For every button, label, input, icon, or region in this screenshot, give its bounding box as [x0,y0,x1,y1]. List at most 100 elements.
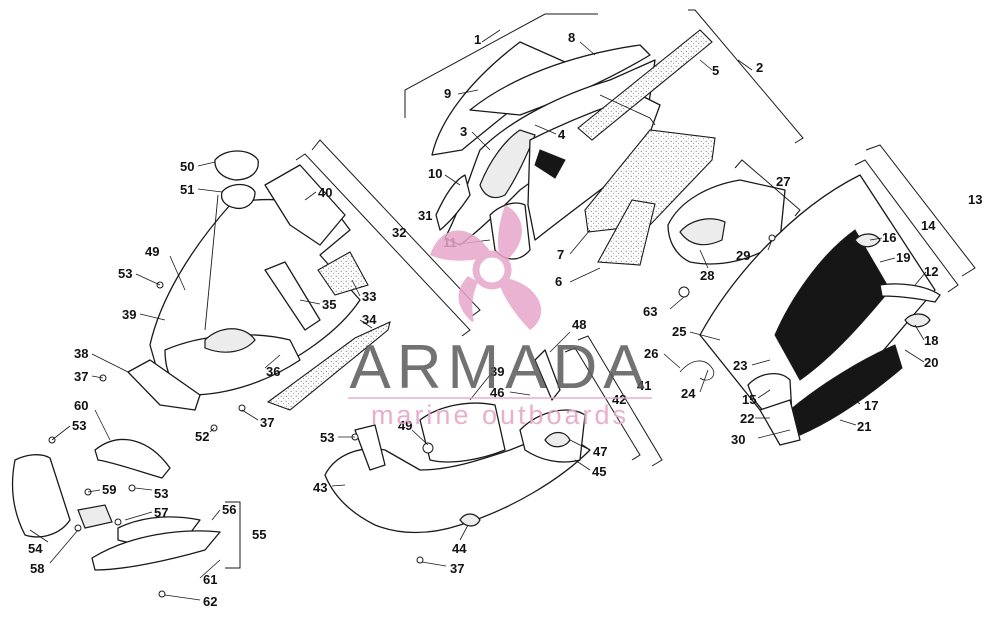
callout-60: 60 [74,398,88,413]
callout-30: 30 [731,432,745,447]
trim-12 [879,283,941,303]
callout-52: 52 [195,429,209,444]
dash-bezel-40 [264,164,346,246]
callout-15: 15 [742,392,756,407]
callout-19: 19 [896,250,910,265]
washer-49-belly [422,442,434,454]
callout-48: 48 [572,317,586,332]
callout-45: 45 [592,464,606,479]
callout-27: 27 [776,174,790,189]
callout-53b: 53 [72,418,86,433]
callout-63: 63 [643,304,657,319]
callout-17: 17 [864,398,878,413]
callout-37b: 37 [260,415,274,430]
callout-42: 42 [612,392,626,407]
hood-side-10 [435,174,471,231]
callout-34: 34 [362,312,377,327]
watermark-tagline: marine outboards [371,400,629,430]
callout-31: 31 [418,208,432,223]
bracket-group-2 [688,9,804,144]
callout-28: 28 [700,268,714,283]
callout-24: 24 [681,386,696,401]
callout-51: 51 [180,182,194,197]
foam-strip-5 [577,29,713,141]
callout-32: 32 [392,225,406,240]
callout-49b: 49 [398,418,412,433]
grommet-63 [678,286,690,298]
callout-38: 38 [74,346,88,361]
pad-16 [854,233,881,248]
hood-vent [534,149,566,179]
propeller-logo-icon [430,205,542,330]
bracket-group-55 [225,501,241,569]
callout-41: 41 [637,378,651,393]
belly-pan-43 [324,429,591,534]
panel-55 [91,530,221,571]
callout-18: 18 [924,333,938,348]
callout-53c: 53 [154,486,168,501]
cable-26 [679,360,715,381]
callout-39a: 39 [122,307,136,322]
callout-57: 57 [154,505,168,520]
screw-62 [158,590,166,598]
bracket-35 [264,261,321,331]
callout-2: 2 [756,60,763,75]
callout-59: 59 [102,482,116,497]
gauge-ring-51 [220,183,256,210]
callout-53a: 53 [118,266,132,281]
callout-37c: 37 [450,561,464,576]
gauge-bezel-50 [214,150,259,181]
callout-44: 44 [452,541,467,556]
hood-strap [599,94,656,126]
bracket-group-31 [295,153,471,337]
panel-54 [11,454,71,538]
callout-9: 9 [444,86,451,101]
callout-35: 35 [322,297,336,312]
screw-57 [114,518,122,526]
hood-assembly [431,29,716,266]
foam-33 [317,251,369,296]
screw-37c [416,556,424,564]
bracket-group-1 [404,13,598,118]
dash-assembly [127,150,391,411]
callout-61: 61 [203,572,217,587]
callout-46: 46 [490,385,504,400]
side-panel-42 [419,402,506,463]
hood-insert-3 [479,129,536,199]
callout-62: 62 [203,594,217,609]
pad-18 [904,313,931,328]
callout-58: 58 [30,561,44,576]
belly-pan-assembly [324,349,591,534]
side-panel-assembly [11,438,221,571]
callout-23: 23 [733,358,747,373]
console-insert-28 [679,218,726,246]
callouts: 1 2 3 4 5 6 7 8 9 10 11 12 13 14 15 16 1… [28,29,982,609]
callout-21: 21 [857,419,871,434]
callout-12: 12 [924,264,938,279]
bracket-group-14 [854,159,959,293]
callout-16: 16 [882,230,896,245]
callout-7: 7 [557,247,564,262]
screw-58 [74,524,82,532]
armada-watermark: ARMADA marine outboards [348,205,652,430]
callout-26: 26 [644,346,658,361]
callout-39b: 39 [490,364,504,379]
callout-14: 14 [921,218,936,233]
callout-56: 56 [222,502,236,517]
screw-53c [128,484,136,492]
callout-8: 8 [568,30,575,45]
callout-33: 33 [362,289,376,304]
panel-22 [759,399,801,446]
callout-43: 43 [313,480,327,495]
screw-37b [238,404,246,412]
bracket-48 [534,349,561,401]
callout-22: 22 [740,411,754,426]
bracket-group-27 [734,159,801,217]
callout-37a: 37 [74,369,88,384]
deflector-60 [94,438,171,479]
bracket-group-32 [311,139,481,317]
bracket-group-13 [865,144,976,277]
callout-29: 29 [736,248,750,263]
